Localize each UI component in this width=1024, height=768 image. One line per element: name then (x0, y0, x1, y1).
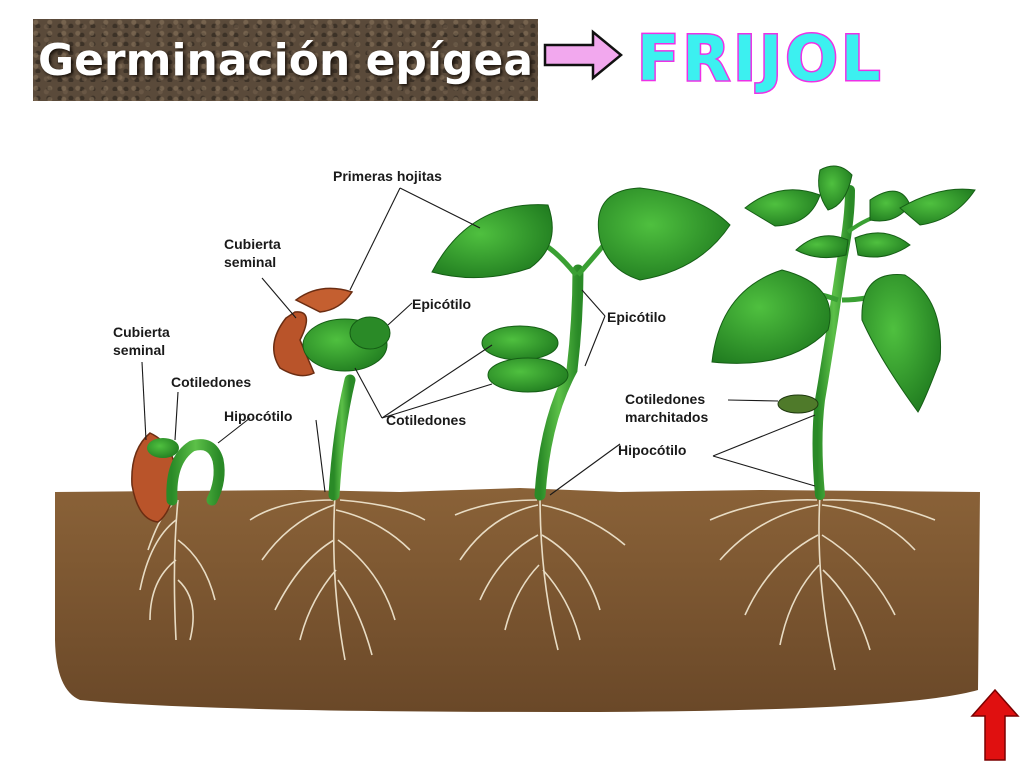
hypocotyl (534, 264, 584, 501)
plant-stage-2 (249, 287, 426, 661)
withered-cotyledon (777, 394, 819, 414)
label-cotiledones-marchitados-line1: Cotiledones (625, 391, 706, 407)
label-hipocotilo-1: Hipocótilo (224, 408, 293, 424)
plant-stage-4 (709, 165, 976, 671)
leaf (744, 189, 821, 227)
seed-coat-top (294, 287, 354, 313)
arrow-up-icon[interactable] (970, 688, 1020, 762)
label-cubierta-seminal-1-line1: Cubierta (113, 324, 170, 340)
hypocotyl (812, 185, 855, 500)
plant-stage-1 (131, 432, 225, 641)
page-title: Germinación epígea (37, 34, 534, 86)
label-cotiledones-1: Cotiledones (171, 374, 252, 390)
leaf (818, 165, 853, 211)
cotyledon (481, 325, 559, 361)
leaf (899, 188, 976, 226)
subject-title: FRIJOL (636, 22, 884, 95)
label-primeras-hojitas: Primeras hojitas (333, 168, 442, 184)
label-epicotilo-3: Epicótilo (607, 309, 667, 325)
leaf (711, 269, 831, 364)
leader-lines (141, 187, 816, 496)
leaf (854, 232, 911, 258)
leaf (431, 204, 553, 279)
hypocotyl (166, 439, 225, 506)
plant-stage-3 (431, 187, 731, 651)
hypocotyl (328, 374, 356, 501)
leaf (795, 235, 849, 259)
label-cubierta-seminal-1-line2: seminal (113, 342, 166, 358)
cotyledon (147, 438, 179, 458)
label-cotiledones-2: Cotiledones (386, 412, 467, 428)
leaf (861, 274, 942, 413)
label-cubierta-seminal-2-line2: seminal (224, 254, 277, 270)
cotyledon (487, 357, 569, 393)
arrow-right-icon (543, 29, 623, 81)
label-hipocotilo-3: Hipocótilo (618, 442, 687, 458)
label-cubierta-seminal-2-line1: Cubierta (224, 236, 281, 252)
title-banner: Germinación epígea (33, 19, 538, 101)
label-epicotilo-2: Epicótilo (412, 296, 472, 312)
label-cotiledones-marchitados-line2: marchitados (625, 409, 709, 425)
soil (55, 488, 980, 712)
epicotyl (543, 242, 578, 277)
seed-coat (273, 311, 315, 377)
leaf (597, 187, 731, 281)
